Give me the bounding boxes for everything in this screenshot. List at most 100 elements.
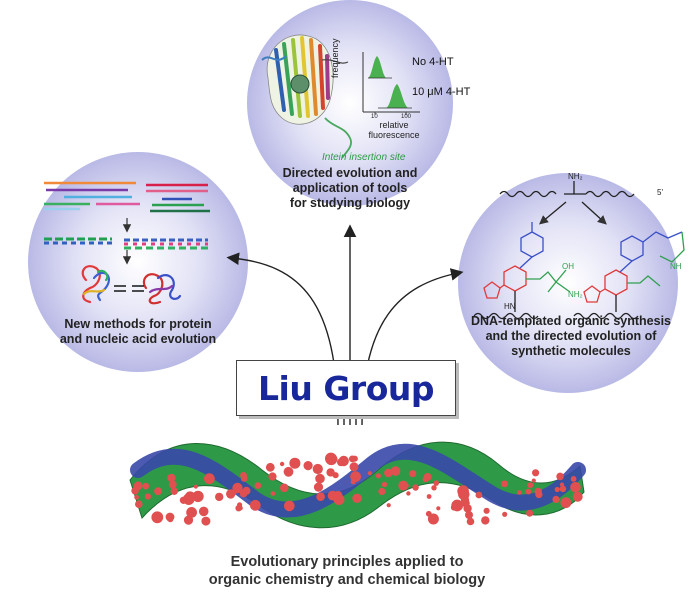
surface-spot (451, 499, 464, 512)
surface-spot (426, 494, 432, 499)
dna-surface-spots (131, 452, 583, 526)
surface-spot (422, 476, 429, 483)
surface-spot (406, 491, 411, 496)
surface-spot (350, 471, 361, 482)
surface-spot (151, 511, 164, 524)
right-panel-circle (458, 173, 678, 393)
surface-spot (375, 473, 381, 479)
surface-spot (526, 509, 534, 517)
surface-spot (193, 484, 198, 489)
surface-spot (131, 487, 139, 495)
surface-spot (249, 499, 261, 511)
surface-spot (348, 455, 356, 463)
surface-spot (184, 491, 196, 503)
left-panel-circle (28, 152, 248, 372)
footer-caption: Evolutionary principles applied to organ… (208, 554, 486, 588)
surface-spot (531, 478, 536, 483)
surface-spot (144, 493, 151, 500)
surface-spot (556, 472, 564, 481)
surface-spot (284, 500, 295, 512)
surface-spot (186, 507, 198, 518)
surface-spot (525, 488, 532, 495)
surface-spot (409, 470, 417, 478)
surface-spot (552, 495, 560, 503)
surface-spot (431, 485, 437, 491)
surface-spot (240, 475, 248, 482)
five-prime-label: 5' (657, 188, 663, 197)
surface-spot (384, 468, 393, 478)
nh2-label: NH₂ (568, 172, 583, 181)
histogram-peak-no-4ht (368, 56, 386, 78)
surface-spot (502, 511, 508, 517)
surface-spot (198, 506, 209, 517)
surface-spot (270, 491, 276, 496)
molecule-right-icon (583, 231, 685, 312)
hn-label: HN (504, 302, 516, 311)
surface-spot (313, 482, 324, 492)
surface-spot (349, 462, 359, 472)
surface-spot (527, 482, 534, 489)
surface-spot (433, 480, 440, 486)
surface-spot (337, 458, 345, 467)
histogram-tick-high: 100 (401, 114, 412, 120)
binding-marks (114, 285, 144, 292)
surface-spot (572, 491, 583, 502)
template-dna-icon (499, 181, 635, 225)
logo-text: Liu Group (258, 368, 434, 408)
surface-spot (142, 482, 150, 490)
dna-helix-surface (129, 441, 586, 529)
surface-spot (483, 507, 490, 514)
surface-spot (535, 491, 543, 499)
molecule-left-icon (483, 222, 571, 312)
surface-spot (265, 462, 275, 472)
surface-spot (232, 490, 237, 496)
assembled-strands-icon (44, 237, 208, 250)
surface-spot (279, 461, 285, 467)
surface-spot (475, 491, 483, 499)
surface-spot (268, 472, 277, 481)
surface-spot (404, 483, 409, 489)
surface-spot (554, 486, 560, 493)
surface-spot (412, 484, 419, 491)
surface-spot (559, 485, 567, 493)
surface-spot (303, 461, 313, 471)
surface-spot (283, 466, 294, 477)
surface-spot (501, 480, 508, 488)
surface-spot (367, 471, 372, 476)
surface-spot (465, 511, 473, 519)
intein-insertion-note: Intein insertion site (322, 152, 406, 163)
surface-spot (386, 503, 391, 508)
surface-spot (254, 482, 262, 489)
folded-protein-icon (81, 265, 182, 305)
surface-spot (326, 468, 335, 477)
surface-spot (461, 499, 470, 508)
surface-spot (327, 490, 338, 501)
surface-spot (154, 487, 162, 496)
surface-spot (201, 516, 211, 526)
surface-spot (573, 485, 579, 491)
surface-spot (390, 466, 401, 476)
nh-label: NH (670, 262, 682, 271)
top-panel-caption: Directed evolution and application of to… (282, 166, 418, 210)
surface-spot (315, 473, 325, 484)
surface-spot (570, 476, 577, 482)
histogram-peak-4ht (386, 84, 408, 108)
surface-spot (242, 486, 251, 495)
surface-spot (466, 517, 475, 526)
surface-spot (436, 506, 441, 511)
surface-spot (232, 482, 243, 494)
protein-structure-icon (261, 34, 352, 159)
library-strands-icon (44, 181, 210, 213)
nh2-label-2: NH₂ (568, 290, 583, 299)
surface-spot (167, 516, 174, 523)
histogram-tick-low: 10 (371, 114, 378, 120)
right-panel-caption: DNA-templated organic synthesis and the … (470, 314, 672, 358)
surface-spot (135, 500, 143, 509)
surface-spot (316, 492, 325, 502)
surface-spot (352, 493, 362, 503)
surface-spot (481, 516, 490, 525)
surface-spot (517, 490, 522, 495)
surface-spot (215, 492, 224, 502)
surface-spot (381, 481, 388, 488)
